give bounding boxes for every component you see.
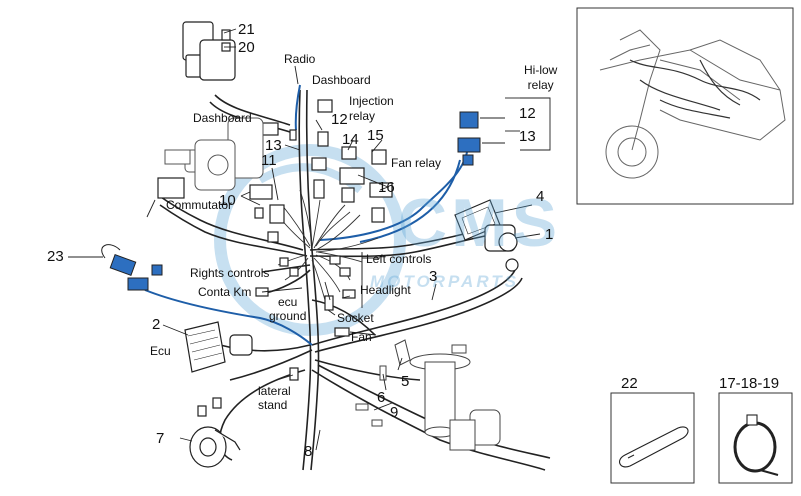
part-number-12: 12 — [331, 111, 348, 128]
part-number-16: 16 — [378, 179, 395, 196]
part-number-14: 14 — [342, 131, 359, 148]
hi-low-bracket — [520, 97, 551, 151]
label-left-controls: Left controls — [366, 252, 432, 266]
part-number-3: 3 — [429, 268, 438, 285]
label-fan: Fan — [351, 330, 372, 344]
label-radio: Radio — [284, 52, 316, 66]
part-number-22: 22 — [621, 375, 638, 392]
part-number-9: 9 — [390, 404, 399, 421]
part-23-connectors — [101, 244, 163, 291]
part-number-13-relay: 13 — [519, 128, 536, 145]
highlight-wires — [144, 84, 470, 346]
part-number-4: 4 — [536, 188, 545, 205]
part-number-13: 13 — [265, 137, 282, 154]
label-hi-low-relay: Hi-low relay — [524, 63, 558, 92]
part-number-23: 23 — [47, 248, 64, 265]
part-22-inset — [610, 392, 695, 484]
label-socket: Socket — [337, 311, 374, 325]
label-ecu: Ecu — [150, 344, 171, 358]
part-17-18-19-inset — [718, 392, 793, 484]
part-number-10: 10 — [219, 192, 236, 209]
label-dashboard-left: Dashboard — [193, 111, 252, 125]
part-number-5: 5 — [401, 373, 410, 390]
part-number-11: 11 — [261, 152, 277, 169]
part-number-1: 1 — [545, 226, 554, 243]
handlebar-assembly — [164, 117, 264, 191]
part-number-20: 20 — [238, 39, 255, 56]
part-number-15: 15 — [367, 127, 384, 144]
label-ecu-ground: ecu ground — [269, 295, 307, 323]
part-number-6: 6 — [377, 389, 386, 406]
part-number-17-18-19: 17-18-19 — [719, 375, 780, 392]
label-injection-relay: Injection relay — [349, 94, 394, 123]
connectors — [157, 21, 393, 417]
horn — [189, 426, 241, 468]
label-fan-relay: Fan relay — [391, 156, 442, 170]
part-number-8: 8 — [304, 443, 313, 460]
part-number-12-relay: 12 — [519, 105, 536, 122]
label-headlight: Headlight — [360, 283, 411, 297]
fuel-pump — [355, 339, 501, 451]
ecu-unit — [184, 321, 253, 373]
label-conta-km: Conta Km — [198, 285, 252, 299]
label-rights-controls: Rights controls — [190, 266, 270, 280]
part-number-2: 2 — [152, 316, 161, 333]
part-number-21: 21 — [238, 21, 255, 38]
label-commutator: Commutator — [166, 198, 233, 212]
label-lateral-stand: lateral stand — [258, 384, 291, 412]
ignition-bracket — [454, 199, 519, 272]
label-dashboard-top: Dashboard — [312, 73, 371, 87]
part-number-7: 7 — [156, 430, 165, 447]
motorbike-inset — [576, 7, 794, 205]
hi-low-relays — [457, 111, 481, 166]
